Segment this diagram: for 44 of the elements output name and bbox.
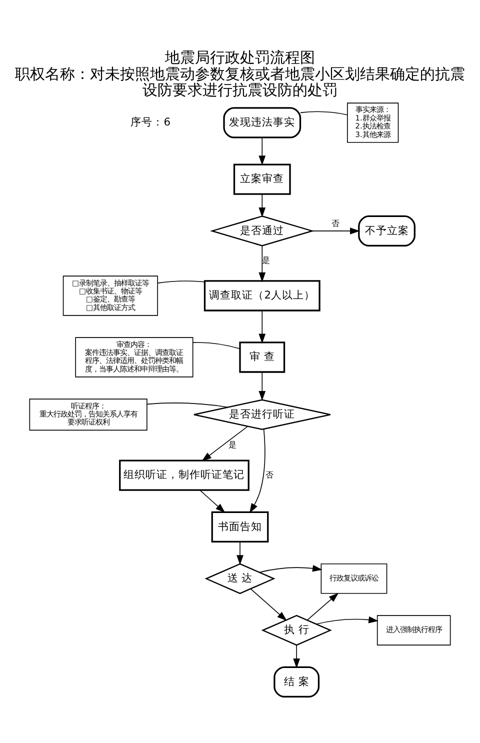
node-box: 组织听证，制作听证笔记 <box>119 459 250 490</box>
arrow <box>250 428 266 513</box>
arrow <box>307 592 339 620</box>
node-box: 听证程序： 重大行政处罚，告知关系人享有要求听证权利 <box>29 398 148 430</box>
node-diamond: 是否通过 <box>210 215 314 246</box>
arrow <box>200 489 226 512</box>
arrow <box>259 564 322 572</box>
diagram-title: 地震局行政处罚流程图 <box>165 48 315 66</box>
node-box: 调查取证（2人以上） <box>204 280 320 311</box>
arrow <box>316 616 378 624</box>
connector <box>300 110 348 115</box>
edge-label: 否 <box>266 468 274 479</box>
connector <box>157 280 206 283</box>
edge-label: 是 <box>262 254 270 264</box>
caption: 职权名称：对未按照地震动参数复核或者地震小区划结果确定的抗震设防要求进行抗震设防的处罚 <box>15 65 465 99</box>
arrow <box>250 588 287 620</box>
arrow <box>312 227 360 234</box>
node-box: 立案审查 <box>233 163 291 194</box>
connector <box>146 402 228 408</box>
node-box: 进入强制执行程序 <box>376 614 451 645</box>
node-box: 事实来源： 1.群众举报 2.执法检查 3.其他来源 <box>347 102 399 142</box>
arrow <box>258 244 266 282</box>
node-box: 结 案 <box>274 666 320 698</box>
node-box: 发现违法事实 <box>223 106 302 138</box>
node-box: 不予立案 <box>358 214 416 246</box>
edge-label: 否 <box>331 218 340 228</box>
arrow <box>258 136 266 165</box>
node-box: 行政复议或诉讼 <box>320 562 388 594</box>
arrow <box>258 193 266 217</box>
node-box: □录制笔录、抽样取证等 □收集书证、物证等 □鉴定、勘查等 □其他取证方式 <box>62 275 158 316</box>
arrow <box>293 644 300 668</box>
arrow <box>202 426 248 461</box>
node-diamond: 执 行 <box>261 614 332 646</box>
node-box: 审 查 <box>239 341 286 372</box>
node-box: 书面告知 <box>211 510 269 542</box>
arrow <box>258 371 266 400</box>
arrow <box>236 541 244 564</box>
arrow <box>258 310 266 344</box>
edge-label: 是 <box>228 438 237 449</box>
connector <box>192 342 240 349</box>
node-diamond: 送 达 <box>204 562 276 594</box>
node-diamond: 是否进行听证 <box>193 398 331 430</box>
node-box: 审查内容： 案件违法事实、证据、调查取证程序、法律适用、处罚种类和幅度，当事人陈述和申辩理由等。 <box>75 336 194 377</box>
label: 序号：6 <box>130 115 171 128</box>
